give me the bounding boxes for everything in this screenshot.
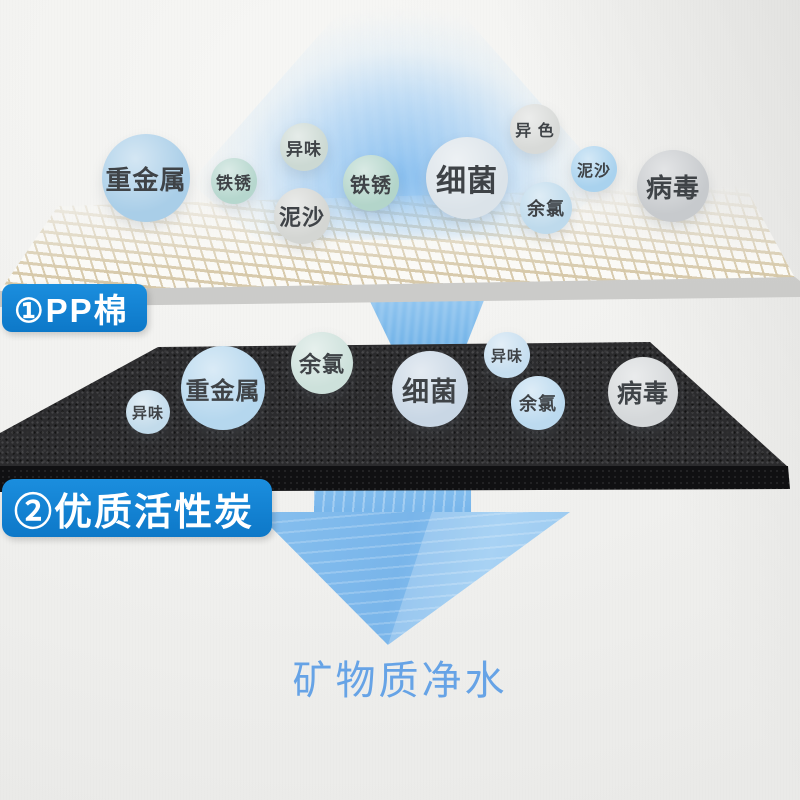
contaminant-bubble: 异味 bbox=[280, 123, 328, 171]
label-activated-carbon: ②优质活性炭 bbox=[2, 479, 273, 537]
contaminant-bubble: 异味 bbox=[484, 332, 530, 378]
contaminant-bubble: 余氯 bbox=[511, 376, 565, 430]
contaminant-bubble: 异 色 bbox=[510, 104, 560, 154]
contaminant-bubble: 铁锈 bbox=[343, 155, 399, 211]
contaminant-bubble: 重金属 bbox=[102, 134, 190, 222]
contaminant-bubble: 铁锈 bbox=[211, 158, 257, 204]
contaminant-bubble: 余氯 bbox=[291, 332, 353, 394]
contaminant-bubble: 重金属 bbox=[181, 346, 265, 430]
contaminant-bubble: 余氯 bbox=[520, 182, 572, 234]
contaminant-bubble: 异味 bbox=[126, 390, 170, 434]
contaminant-bubble: 病毒 bbox=[608, 357, 678, 427]
purified-water-caption: 矿物质净水 bbox=[292, 659, 508, 703]
label-pp-cotton: ①PP棉 bbox=[2, 284, 147, 332]
contaminant-bubble: 细菌 bbox=[392, 351, 468, 427]
contaminant-bubble: 细菌 bbox=[426, 137, 508, 219]
contaminant-bubble: 泥沙 bbox=[274, 188, 330, 244]
down-arrow-shaft bbox=[314, 486, 471, 516]
contaminant-bubble: 泥沙 bbox=[571, 146, 617, 192]
contaminant-bubble: 病毒 bbox=[637, 150, 709, 222]
